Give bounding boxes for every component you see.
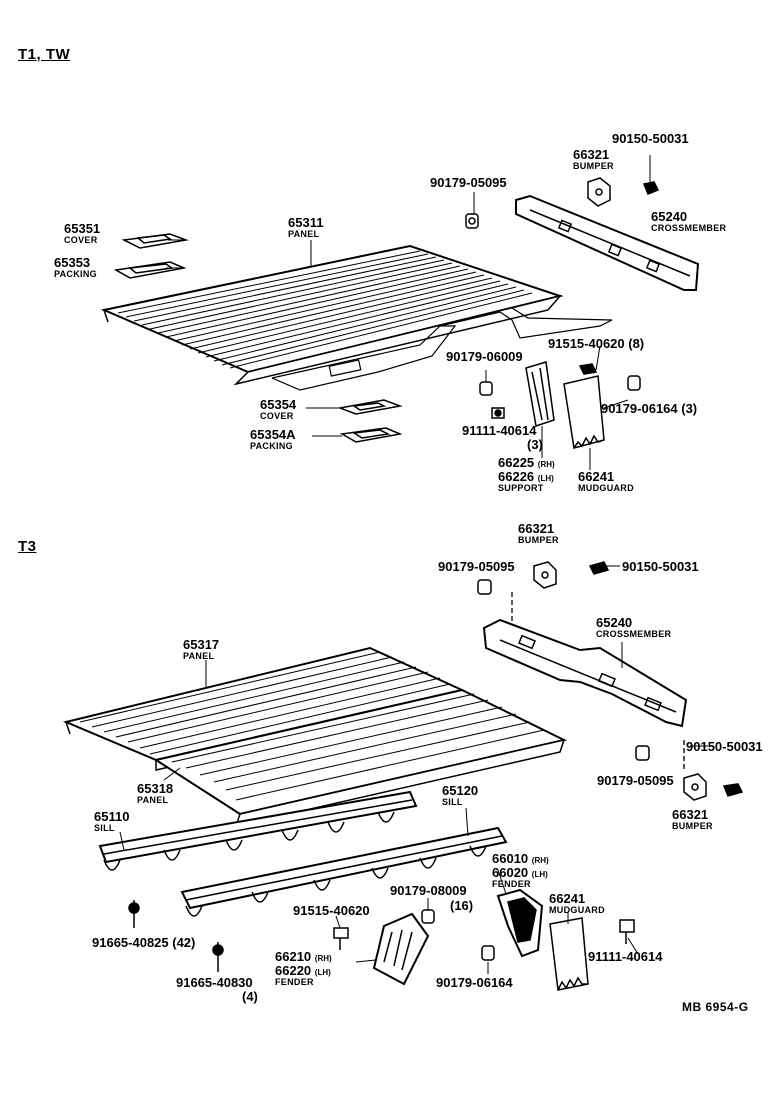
bumper-66321-bottom-b-shape xyxy=(683,773,707,801)
nut-06164-bottom-shape xyxy=(481,945,495,961)
bolt-91111-top-shape xyxy=(491,407,505,419)
fender-66010-shape xyxy=(496,888,544,958)
bolt-91515-bottom-shape xyxy=(333,927,349,950)
packing-65354a-shape xyxy=(339,427,403,443)
part-label-91665-40825: 91665-40825 (42) xyxy=(92,935,196,950)
part-label-90179-05095-b2: 90179-05095 xyxy=(438,559,515,574)
section-title-t3: T3 xyxy=(18,538,37,555)
bumper-66321-top-shape xyxy=(587,177,611,207)
figure-code: MB 6954-G xyxy=(682,1000,749,1014)
nut-b7-shape xyxy=(635,745,650,761)
nut-08009-shape xyxy=(421,909,435,924)
crossmember-65240-bottom-shape xyxy=(482,618,688,728)
cover-65351-shape xyxy=(121,233,189,249)
part-label-90150-50031: 90150-50031 xyxy=(612,131,689,146)
support-66225-shape xyxy=(525,361,555,427)
mudguard-66241-bottom-shape xyxy=(549,917,589,991)
sill-65110-shape xyxy=(98,790,418,871)
part-label-90179-08009-qty: (16) xyxy=(450,898,474,913)
panel-65318-shape xyxy=(153,688,567,828)
nut-b2-shape xyxy=(477,579,492,595)
mudguard-66241-top-shape xyxy=(563,375,605,449)
part-label-66225: 66225 (RH) xyxy=(498,455,555,470)
part-label-91111-40614-qty: (3) xyxy=(527,437,543,452)
leader-lines xyxy=(119,155,651,974)
part-label-90179-08009: 90179-08009 xyxy=(390,883,467,898)
part-label-66010: 66010 (RH) xyxy=(492,851,549,866)
part-label-90179-05095-b7: 90179-05095 xyxy=(597,773,674,788)
part-label-90179-06164-b20: 90179-06164 xyxy=(436,975,513,990)
bolt-91515-top-shape xyxy=(578,363,598,375)
bolt-b6-shape xyxy=(722,783,744,797)
part-label-90150-50031-b6: 90150-50031 xyxy=(686,739,763,754)
nut-06009-shape xyxy=(479,381,493,396)
part-label-90179-05095: 90179-05095 xyxy=(430,175,507,190)
bumper-66321-bottom-a-shape xyxy=(533,561,557,589)
part-label-66210: 66210 (RH) xyxy=(275,949,332,964)
screw-91665-a-shape xyxy=(128,900,140,928)
panel-65311-shape xyxy=(100,244,564,386)
crossmember-65240-top-shape xyxy=(515,194,700,291)
packing-65353-shape xyxy=(113,261,187,279)
bolt-top-shape xyxy=(642,181,660,195)
cover-65354-shape xyxy=(337,399,403,415)
part-label-66020: 66020 (LH)FENDER xyxy=(492,865,548,889)
fender-66210-shape xyxy=(372,912,430,986)
part-label-91665-40830: 91665-40830 xyxy=(176,975,253,990)
sill-65120-shape xyxy=(180,826,508,917)
part-label-90179-06164: 90179-06164 (3) xyxy=(601,401,698,416)
section-title-t1-tw: T1, TW xyxy=(18,46,71,63)
part-label-91665-40830-qty: (4) xyxy=(242,989,258,1004)
part-label-91515-40620: 91515-40620 (8) xyxy=(548,336,645,351)
nut-top-shape xyxy=(465,213,479,229)
part-label-91111-40614: 91111-40614 xyxy=(462,423,537,438)
part-label-66226: 66226 (LH)SUPPORT xyxy=(498,469,554,493)
part-label-66220: 66220 (LH)FENDER xyxy=(275,963,331,987)
part-label-90179-06009: 90179-06009 xyxy=(446,349,523,364)
floor-plate-shape xyxy=(271,307,613,391)
part-label-91111-40614-b18: 91111-40614 xyxy=(588,949,663,964)
bolt-b3-shape xyxy=(588,561,610,575)
nut-06164-top-shape xyxy=(627,375,641,391)
part-label-91515-40620-b15: 91515-40620 xyxy=(293,903,370,918)
bolt-91111-bottom-shape xyxy=(619,919,635,944)
part-label-90150-50031-b3: 90150-50031 xyxy=(622,559,699,574)
screw-91665-b-shape xyxy=(212,942,224,972)
